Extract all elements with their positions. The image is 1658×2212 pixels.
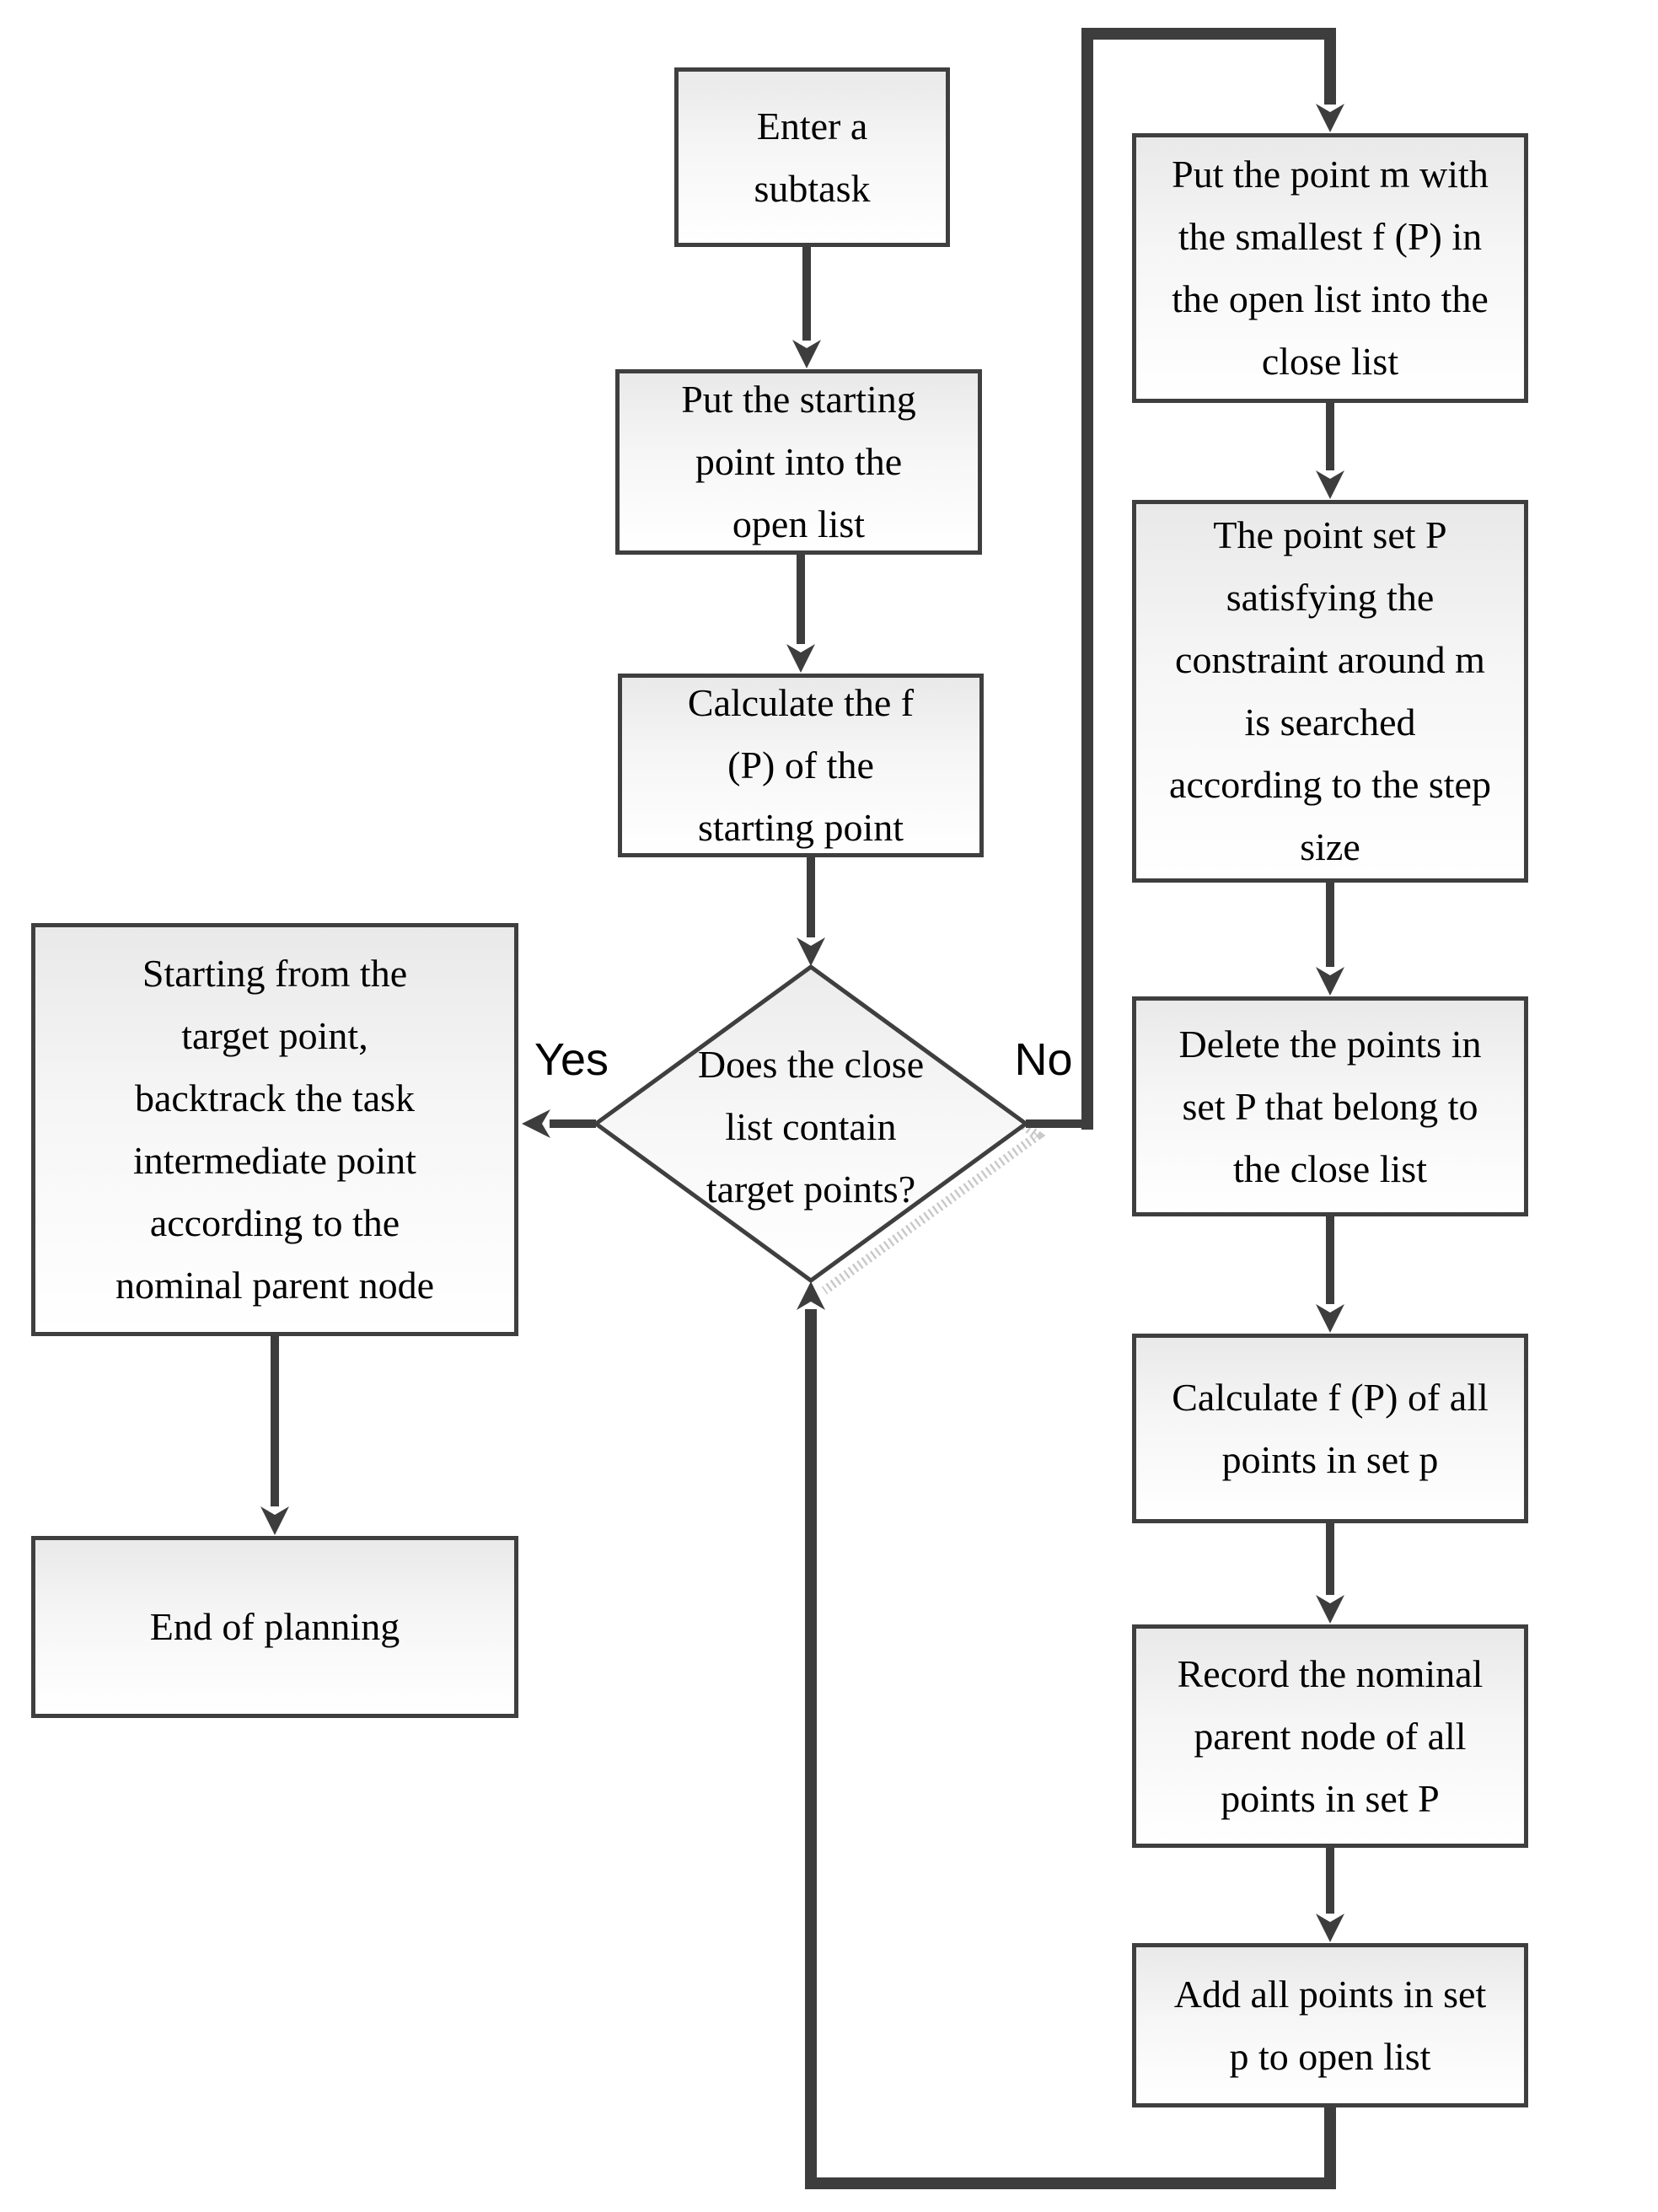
node-delete-points-label: Delete the points in set P that belong t… [1178,1022,1482,1190]
connector-delete-to-calcfall [1316,1215,1344,1333]
decision-diamond [592,964,1030,1284]
node-put-m-close: Put the point m with the smallest f (P) … [1132,133,1532,407]
connector-putstart-to-calcf [786,553,815,673]
node-decision-close-list-label: Does the close list contain target point… [697,1043,925,1211]
node-calc-f-all: Calculate f (P) of all points in set p [1132,1334,1532,1527]
node-search-point-set-label: The point set P satisfying the constrain… [1169,513,1491,868]
node-calc-f-start: Calculate the f (P) of the starting poin… [618,674,988,862]
node-backtrack-label: Starting from the target point, backtrac… [115,952,435,1307]
node-calc-f-all-label: Calculate f (P) of all points in set p [1172,1375,1489,1481]
node-enter-subtask-label: Enter a subtask [754,104,871,210]
connector-calcf-to-decision [797,856,825,966]
node-add-points-open: Add all points in set p to open list [1132,1943,1532,2112]
node-search-point-set: The point set P satisfying the constrain… [1132,500,1532,887]
connector-enter-to-putstart [792,244,821,368]
node-end-planning-label: End of planning [149,1605,400,1648]
node-put-m-close-label: Put the point m with the smallest f (P) … [1172,153,1489,383]
connector-calcfall-to-record [1316,1522,1344,1624]
edge-label-no: No [1014,1034,1073,1085]
node-decision-close-list: Does the close list contain target point… [592,1030,1030,1224]
connector-putm-to-search [1316,401,1344,499]
node-record-parent: Record the nominal parent node of all po… [1132,1624,1532,1852]
connector-bottom-loop [797,1281,1336,2189]
connector-record-to-add [1316,1846,1344,1942]
node-delete-points: Delete the points in set P that belong t… [1132,996,1532,1221]
node-backtrack: Starting from the target point, backtrac… [31,923,523,1340]
node-put-start-open-label: Put the starting point into the open lis… [681,378,916,545]
node-put-start-open: Put the starting point into the open lis… [615,369,986,559]
connector-no-branch-loop [1026,28,1344,1130]
node-enter-subtask: Enter a subtask [674,67,954,251]
connector-backtrack-to-end [260,1334,289,1535]
edge-label-yes: Yes [534,1034,609,1085]
node-record-parent-label: Record the nominal parent node of all po… [1177,1651,1484,1820]
node-add-points-open-label: Add all points in set p to open list [1173,1972,1487,2078]
node-end-planning: End of planning [31,1536,523,1722]
connector-yes-branch [522,1109,596,1138]
connector-search-to-delete [1316,881,1344,996]
node-calc-f-start-label: Calculate the f (P) of the starting poin… [687,681,915,849]
